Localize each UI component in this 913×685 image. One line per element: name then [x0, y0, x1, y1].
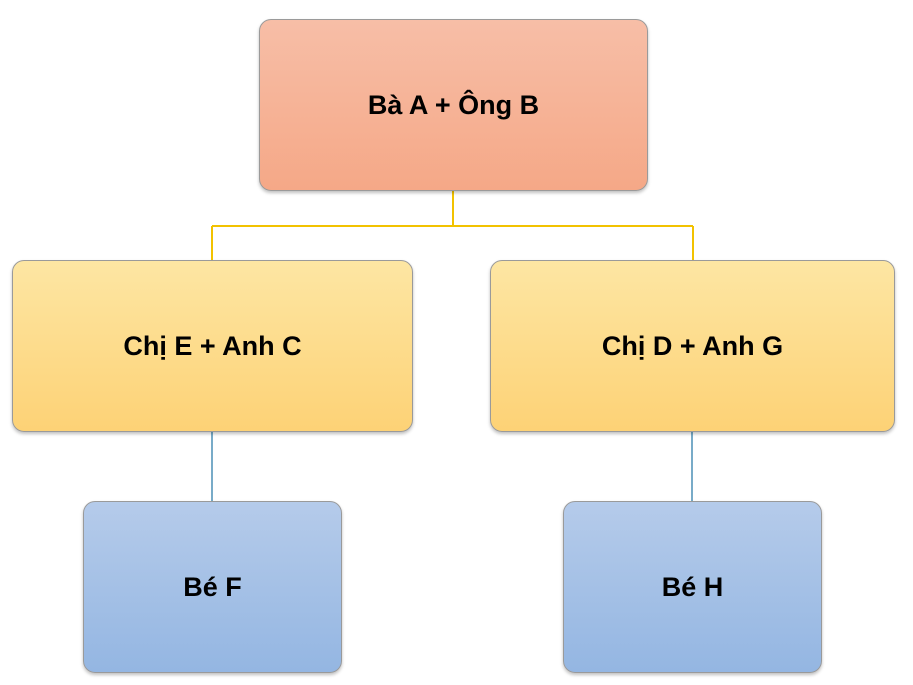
left-couple-label: Chị E + Anh C — [123, 330, 302, 361]
left-child-label: Bé F — [183, 571, 242, 602]
right-child-label: Bé H — [661, 571, 724, 602]
right-couple-node: Chị D + Anh G — [490, 260, 895, 432]
root-node-label: Bà A + Ông B — [367, 89, 540, 120]
left-child-node: Bé F — [83, 501, 342, 673]
right-couple-label: Chị D + Anh G — [601, 330, 784, 361]
root-node: Bà A + Ông B — [259, 19, 648, 191]
left-couple-node: Chị E + Anh C — [12, 260, 413, 432]
right-child-node: Bé H — [563, 501, 822, 673]
